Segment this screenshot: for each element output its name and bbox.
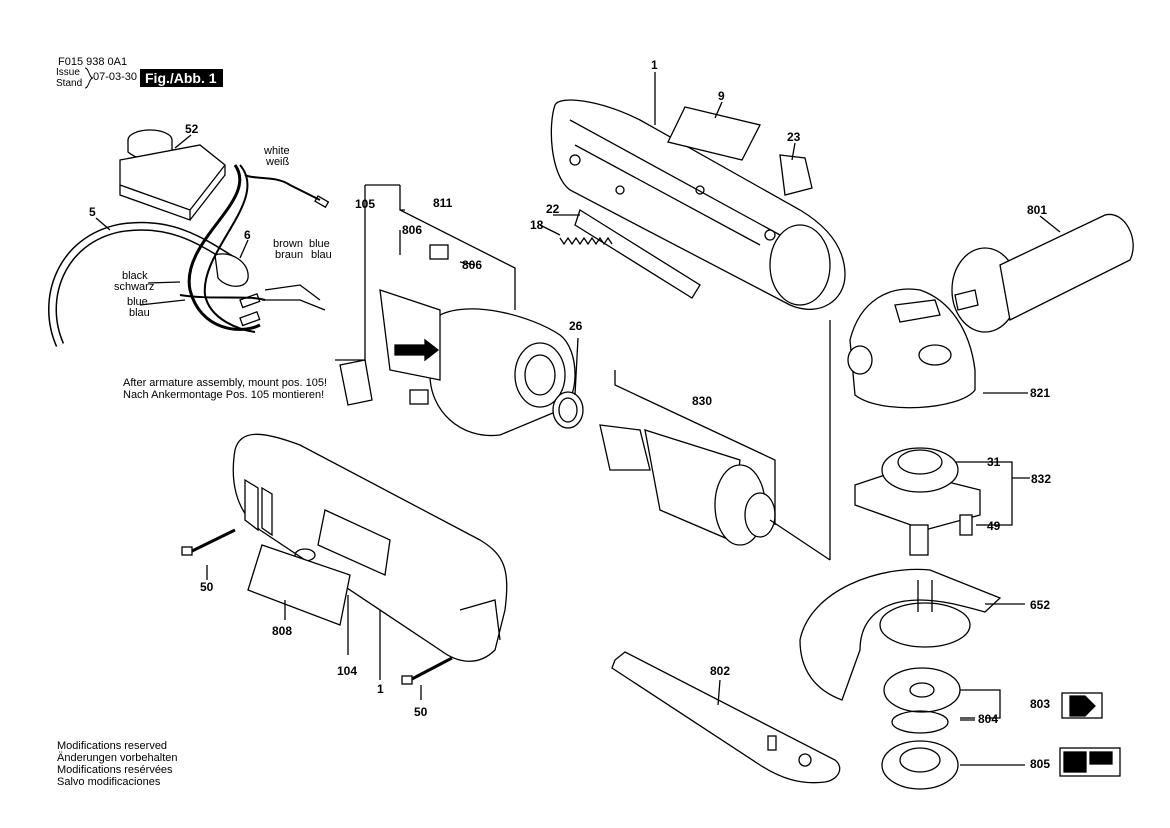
part-label-1-bottom: 1 [377, 682, 384, 696]
spring-18 [559, 236, 613, 246]
part-label-23: 23 [787, 130, 801, 144]
armature-note-en: After armature assembly, mount pos. 105! [123, 377, 327, 389]
part-label-1-top: 1 [651, 58, 658, 72]
doc-number: F015 938 0A1 [58, 56, 128, 68]
wire-brown-de-label: braun [275, 249, 304, 261]
wire-white-label: white [264, 145, 290, 157]
figure-label: Fig./Abb. 1 [140, 69, 223, 87]
part-label-6: 6 [244, 228, 251, 242]
part-label-22: 22 [546, 202, 560, 216]
footer-line-en: Modifications reserved [57, 740, 168, 752]
clamping-nut-805 [881, 740, 959, 790]
part-label-832: 832 [1031, 472, 1052, 486]
part-label-821: 821 [1030, 386, 1051, 400]
part-label-803: 803 [1030, 697, 1051, 711]
footer-line-de: Änderungen vorbehalten [57, 752, 178, 764]
part-label-9: 9 [718, 89, 725, 103]
part-label-105: 105 [355, 197, 376, 211]
ring-804 [891, 710, 949, 734]
part-label-104: 104 [337, 664, 358, 678]
stator-field [379, 289, 576, 437]
wire-black-de-label: schwarz [114, 281, 155, 293]
part-label-801: 801 [1027, 203, 1048, 217]
wire-black-label: black [122, 270, 148, 282]
spanner-802 [611, 651, 841, 784]
slider-22 [574, 209, 701, 299]
screw-50-lower [401, 656, 453, 685]
label-plate-808 [247, 544, 351, 626]
part-label-802: 802 [710, 664, 731, 678]
issue-date: 07-03-30 [93, 71, 138, 83]
side-handle-801 [951, 213, 1134, 333]
footer-line-es: Salvo modificaciones [57, 776, 161, 788]
gear-housing-821 [847, 288, 976, 409]
clip-23 [779, 154, 813, 196]
flange-803 [883, 667, 961, 713]
part-label-18: 18 [530, 218, 544, 232]
part-label-31: 31 [987, 455, 1001, 469]
armature-note-de: Nach Ankermontage Pos. 105 montieren! [123, 389, 325, 401]
wire-blue2-label: blue [127, 296, 148, 308]
label-plate-9 [667, 106, 761, 161]
stand-label: Stand [56, 78, 83, 89]
part-label-50-lower: 50 [414, 705, 428, 719]
part-label-50-upper: 50 [200, 580, 214, 594]
housing-shell-upper [550, 99, 846, 310]
wheel-guard-652 [799, 568, 1002, 701]
footer-line-fr: Modifications resérvées [57, 764, 173, 776]
wires-black [187, 164, 261, 331]
part-label-830: 830 [692, 394, 713, 408]
part-label-52: 52 [185, 122, 199, 136]
part-label-26: 26 [569, 319, 583, 333]
wire-blue-label: blue [309, 238, 330, 250]
part-label-806-top: 806 [402, 223, 423, 237]
part-label-804: 804 [978, 712, 999, 726]
bearing-26 [552, 391, 584, 429]
switch-52 [119, 129, 226, 221]
screw-50-upper [181, 528, 236, 556]
wire-blue-de-label: blau [311, 249, 332, 261]
motor-housing-lower [232, 433, 508, 662]
wire-brown-label: brown [273, 238, 303, 250]
issue-label: Issue [56, 67, 80, 78]
part-label-5: 5 [89, 205, 96, 219]
part-label-652: 652 [1030, 598, 1051, 612]
part-label-806-bottom: 806 [462, 258, 483, 272]
cord-grommet [214, 253, 249, 287]
gear-assembly-832 [854, 447, 1030, 556]
armature-830 [599, 370, 831, 561]
wire-blue2-de-label: blau [129, 307, 150, 319]
part-label-808: 808 [272, 624, 293, 638]
wire-white-de-label: weiß [266, 156, 290, 168]
part-label-811: 811 [433, 196, 453, 210]
part-label-805: 805 [1030, 757, 1051, 771]
part-label-49: 49 [987, 519, 1001, 533]
